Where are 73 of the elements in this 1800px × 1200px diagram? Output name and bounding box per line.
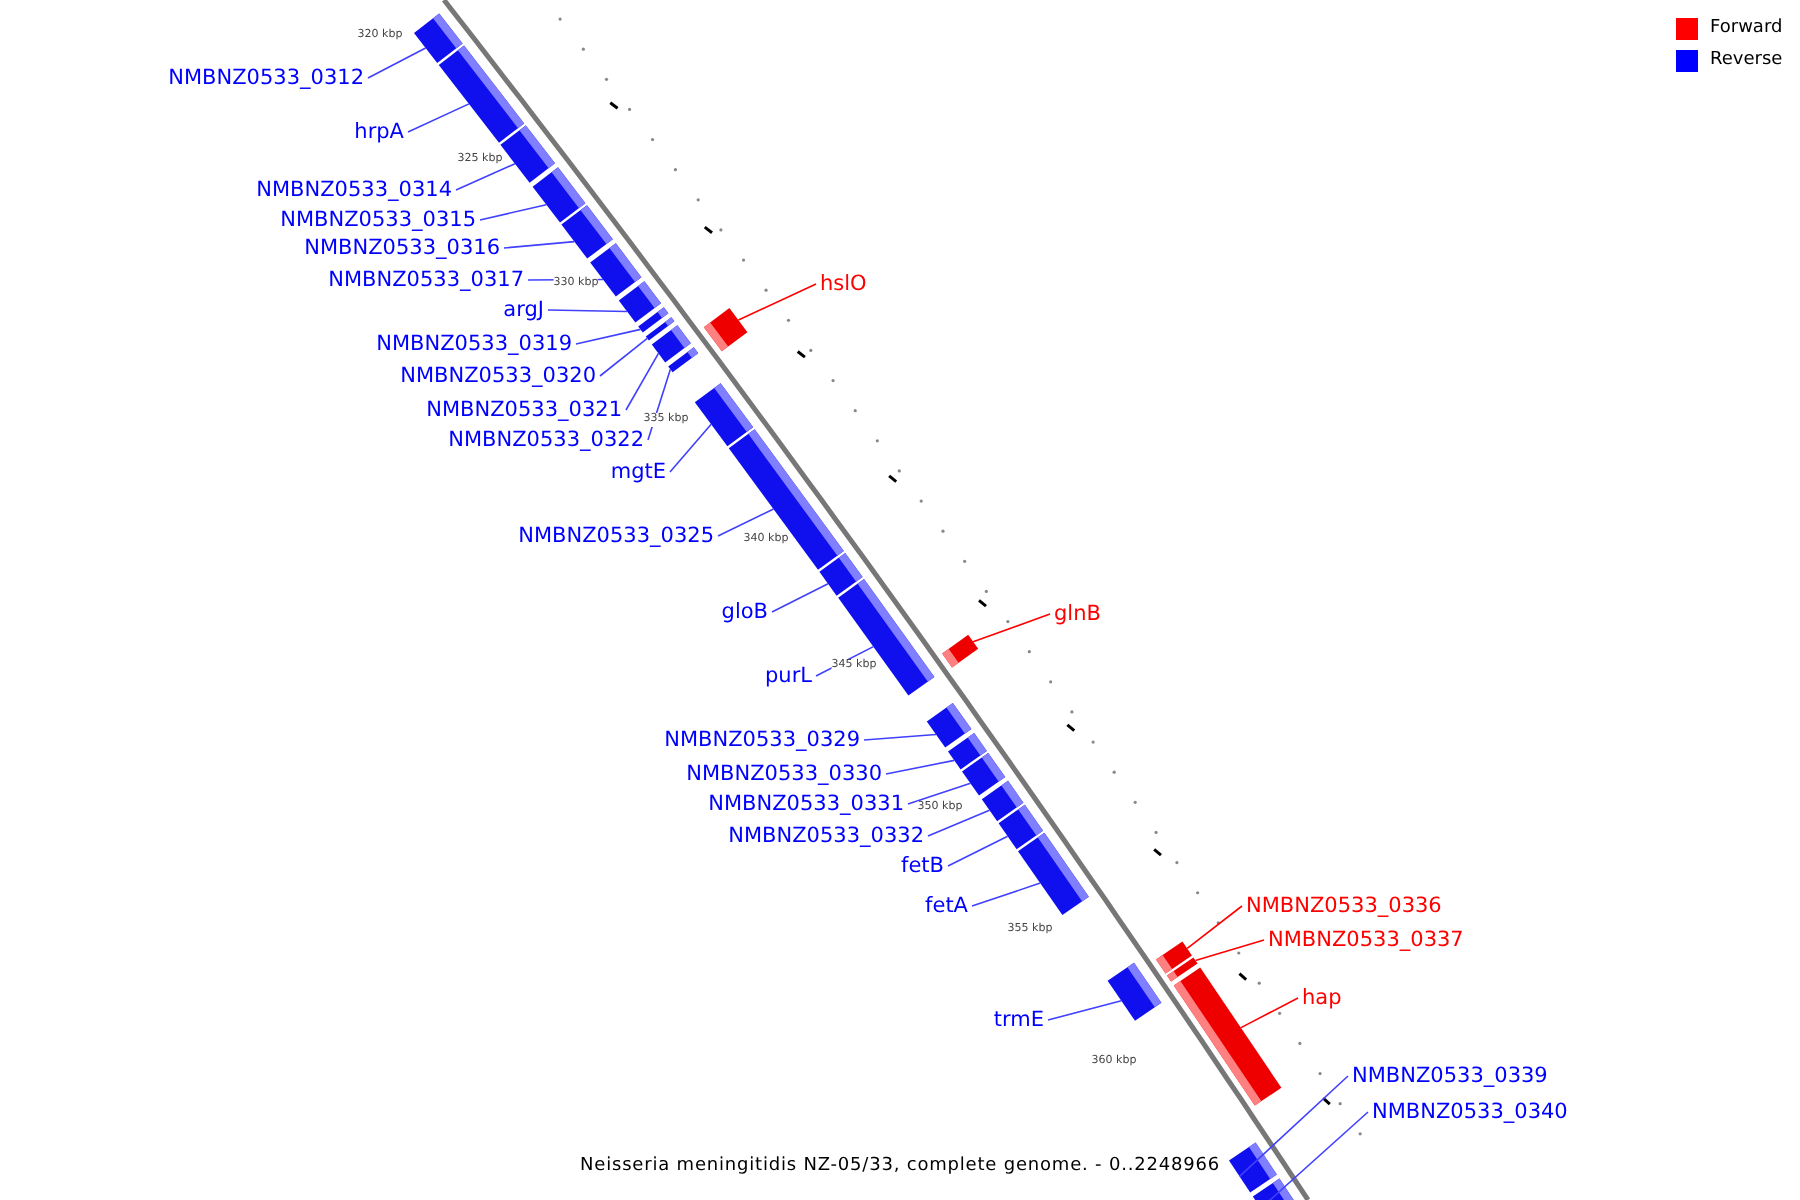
leader-line [771,583,829,613]
gene-block [1107,962,1162,1021]
leader-line [479,203,548,221]
gene-label: gloB [721,600,768,624]
leader-line [947,835,1009,867]
leader-line [885,759,956,775]
gene-label: NMBNZ0533_0312 [168,66,364,90]
gene-label: NMBNZ0533_0325 [518,524,714,548]
gene-label: NMBNZ0533_0319 [376,332,572,356]
gene-block [668,347,699,373]
gene-block [703,308,748,352]
gene-label: mgtE [610,460,666,484]
legend-label: Reverse [1710,48,1783,72]
leader-line [599,337,649,377]
gene-block [561,205,613,259]
gene-label: NMBNZ0533_0322 [448,428,644,452]
leader-line [367,47,427,79]
gene-label: NMBNZ0533_0336 [1246,894,1442,918]
legend-label: Forward [1710,16,1783,40]
leader-line [669,423,712,473]
gene-label: NMBNZ0533_0329 [664,728,860,752]
gene-label: purL [765,664,812,688]
gene-label: hap [1302,986,1342,1010]
gene-label: fetB [901,854,944,878]
gene-label: NMBNZ0533_0332 [728,824,924,848]
gene-block [1018,832,1089,915]
gene-label: NMBNZ0533_0330 [686,762,882,786]
leader-line [737,283,817,321]
gene-label: hslO [820,272,867,296]
leader-line [647,368,672,441]
leader-line [1194,939,1265,962]
leader-line [575,328,642,345]
leader-line [1238,1075,1349,1178]
leader-line [407,103,470,133]
gene-label: NMBNZ0533_0314 [256,178,452,202]
gene-block [532,167,586,223]
leader-line [1240,997,1299,1029]
gene-label: NMBNZ0533_0315 [280,208,476,232]
gene-label: NMBNZ0533_0320 [400,364,596,388]
gene-block [926,703,972,748]
gene-label: fetA [925,894,968,918]
leader-line [503,240,576,249]
leader-line [717,508,775,537]
leader-line [972,613,1051,643]
gene-label: NMBNZ0533_0339 [1352,1064,1548,1088]
gene-block [728,429,844,570]
gene-label: trmE [993,1008,1044,1032]
gene-label: hrpA [354,120,404,144]
gene-block [942,634,979,668]
gene-block [1173,967,1282,1106]
gene-label: NMBNZ0533_0337 [1268,928,1464,952]
gene-label: NMBNZ0533_0317 [328,268,524,292]
leader-line [927,809,991,837]
leader-line [455,162,516,191]
leader-line [1186,905,1243,950]
gene-label: glnB [1054,602,1101,626]
gene-label: NMBNZ0533_0316 [304,236,500,260]
gene-block [962,753,1006,796]
gene-label: argJ [503,298,544,322]
gene-label: NMBNZ0533_0331 [708,792,904,816]
gene-label: NMBNZ0533_0321 [426,398,622,422]
caption: Neisseria meningitidis NZ-05/33, complete genome. - 0..2248966 [576,1156,1224,1176]
leader-line [547,309,628,313]
leader-line [907,782,972,805]
gene-label: NMBNZ0533_0340 [1372,1100,1568,1124]
leader-line [863,733,937,741]
gene-block [438,45,525,143]
gene-block [694,383,754,447]
leader-line [971,882,1042,907]
gene-block [1252,1178,1296,1200]
gene-block [500,125,555,183]
leader-line [625,352,660,411]
leader-line [1047,1000,1123,1021]
